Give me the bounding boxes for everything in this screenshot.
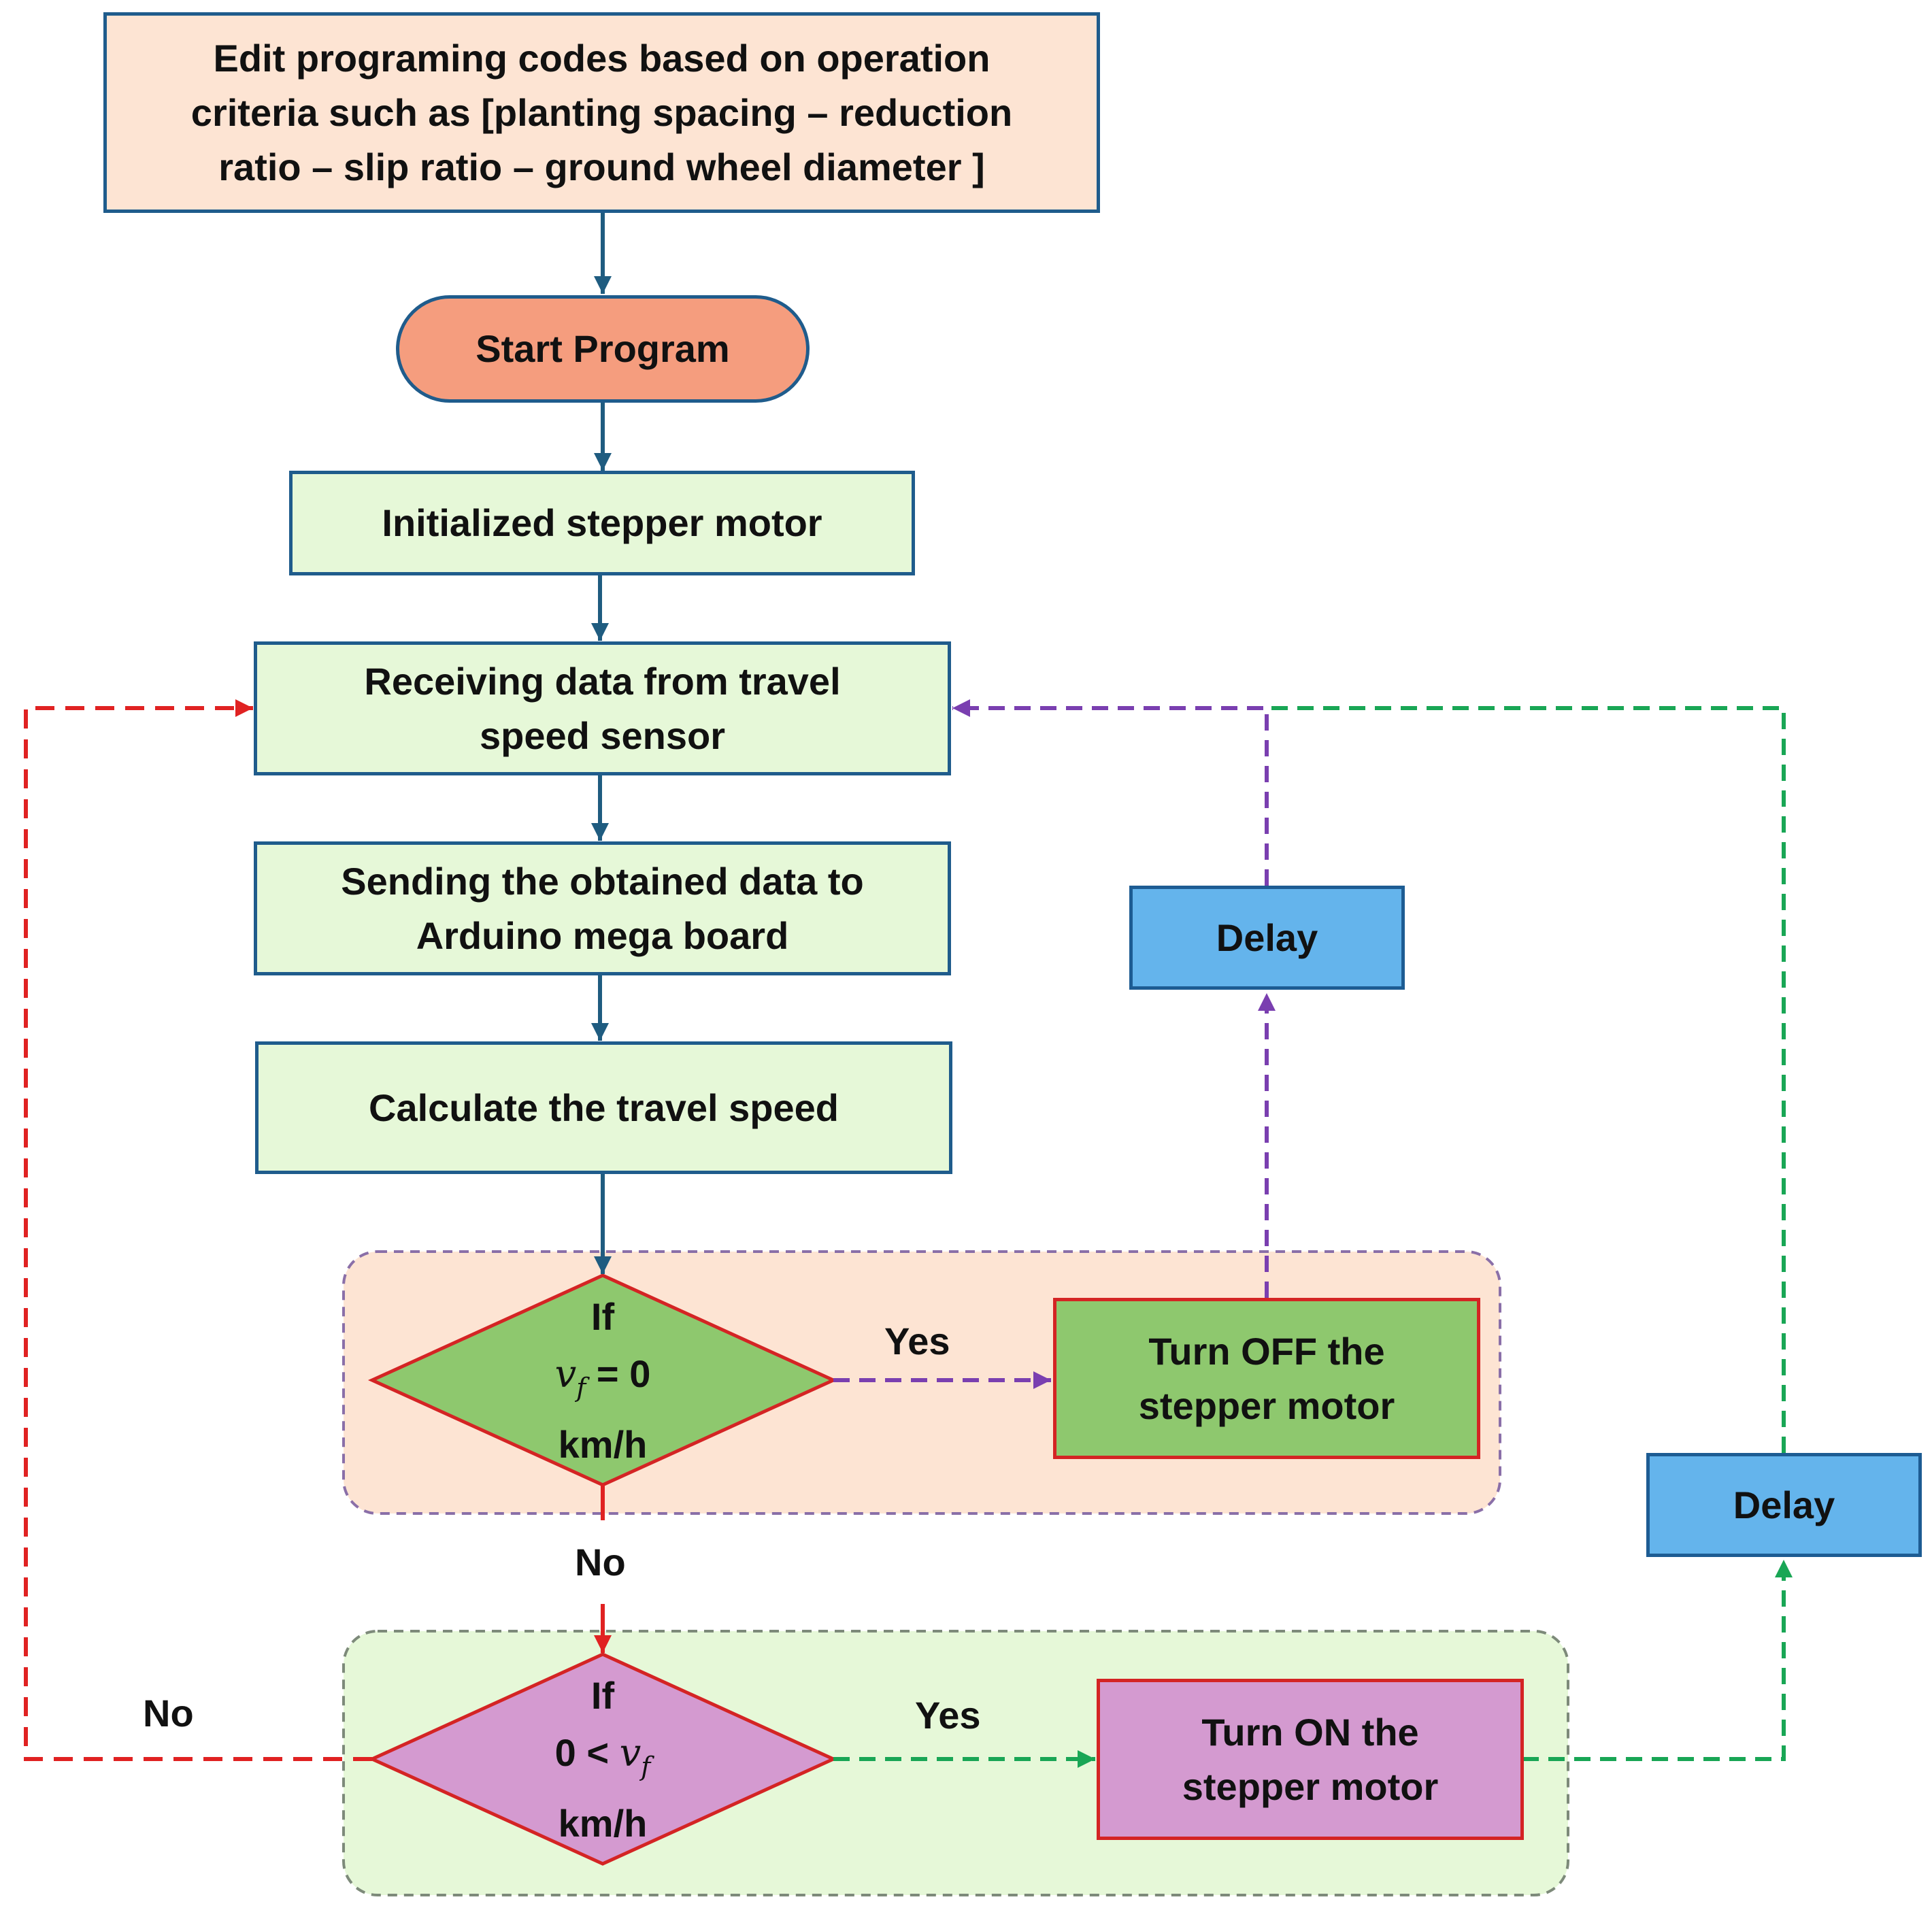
receive-data-box: Receiving data from travel speed sensor: [254, 641, 951, 775]
send-data-line2: Arduino mega board: [416, 914, 789, 957]
decision-positive-if: If: [590, 1674, 615, 1717]
decision-positive-unit: km/h: [558, 1802, 648, 1845]
arrow-no-loop-back: [24, 699, 372, 1761]
decision-zero-unit: km/h: [558, 1423, 648, 1466]
calc-speed-box: Calculate the travel speed: [255, 1041, 952, 1174]
decision-positive-diamond: [367, 1652, 838, 1866]
decision-zero-condition: vf = 0: [555, 1345, 651, 1416]
decision-zero-sub: f: [576, 1373, 586, 1403]
decision-zero-cond: = 0: [586, 1352, 651, 1395]
turn-off-box: Turn OFF the stepper motor: [1053, 1298, 1480, 1459]
edit-codes-line1: Edit programing codes based on operation: [213, 36, 990, 80]
decision-positive-text: If 0 < vf km/h: [476, 1674, 729, 1845]
edge-label-no-left: No: [143, 1692, 194, 1735]
turn-on-line1: Turn ON the: [1201, 1710, 1419, 1754]
decision-zero-if: If: [590, 1295, 615, 1338]
arrow-delay-lower-loop: [1267, 706, 1786, 1453]
delay-lower-label: Delay: [1733, 1483, 1835, 1526]
receive-data-line2: speed sensor: [479, 714, 726, 757]
decision-positive-var: v: [619, 1731, 642, 1775]
start-program-label: Start Program: [476, 327, 730, 370]
turn-off-line2: stepper motor: [1138, 1384, 1395, 1427]
start-program-terminal: Start Program: [396, 295, 810, 403]
decision-positive-condition: 0 < vf: [555, 1724, 651, 1795]
edit-codes-line2: criteria such as [planting spacing – red…: [190, 90, 1013, 134]
decision-zero-text: If vf = 0 km/h: [476, 1295, 729, 1466]
turn-on-line2: stepper motor: [1182, 1764, 1439, 1808]
edge-label-yes-on: Yes: [915, 1694, 981, 1737]
turn-on-box: Turn ON the stepper motor: [1097, 1679, 1524, 1840]
turn-off-line1: Turn OFF the: [1148, 1329, 1385, 1373]
arrow-on-to-delay: [1522, 1560, 1793, 1761]
send-data-line1: Sending the obtained data to: [341, 859, 864, 903]
send-data-box: Sending the obtained data to Arduino meg…: [254, 841, 951, 975]
delay-lower-box: Delay: [1646, 1453, 1922, 1557]
decision-positive-sub: f: [641, 1752, 651, 1781]
decision-zero-var: v: [554, 1352, 577, 1396]
arrow-delay-upper-loop: [952, 699, 1269, 886]
edit-codes-box: Edit programing codes based on operation…: [103, 12, 1100, 213]
receive-data-line1: Receiving data from travel: [364, 659, 841, 703]
edge-label-yes-off: Yes: [884, 1320, 950, 1362]
edge-label-no-down: No: [575, 1541, 626, 1584]
calc-speed-label: Calculate the travel speed: [369, 1086, 839, 1129]
edit-codes-line3: ratio – slip ratio – ground wheel diamet…: [218, 145, 985, 188]
init-motor-box: Initialized stepper motor: [289, 471, 915, 575]
init-motor-label: Initialized stepper motor: [382, 501, 822, 544]
decision-positive-cond: 0 <: [554, 1731, 620, 1774]
delay-upper-box: Delay: [1129, 886, 1405, 990]
delay-upper-label: Delay: [1216, 916, 1318, 959]
